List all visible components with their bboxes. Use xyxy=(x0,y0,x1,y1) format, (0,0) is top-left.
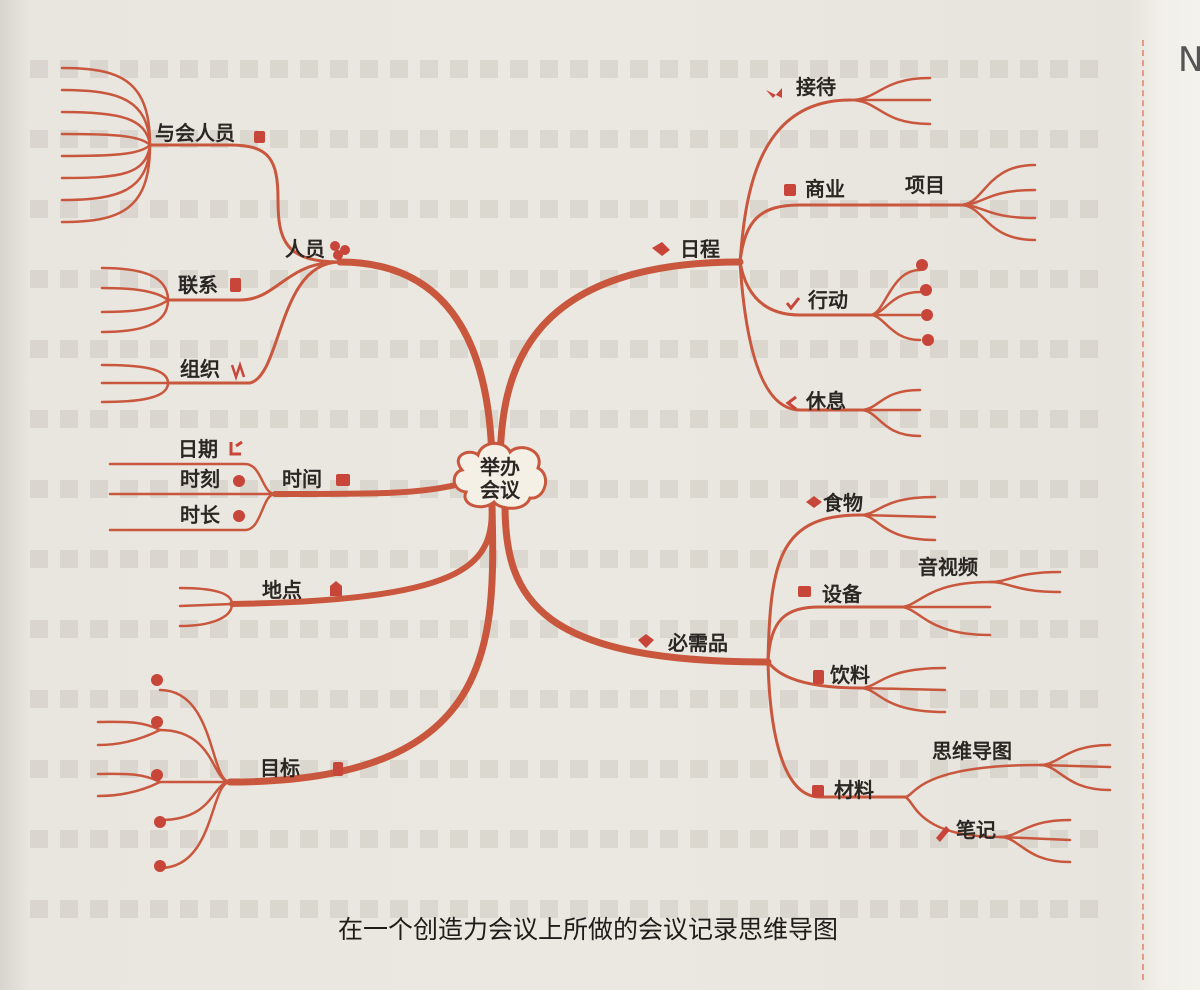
label-drinks: 饮料 xyxy=(829,663,870,687)
label-materials: 材料 xyxy=(834,778,874,802)
supplies-sub-branches xyxy=(766,495,1112,864)
label-food: 食物 xyxy=(823,491,863,515)
place-sub-branches xyxy=(178,586,234,628)
label-organize: 组织 xyxy=(180,357,220,381)
central-topic-line1: 举办 xyxy=(479,455,520,479)
handshake-icon xyxy=(766,88,782,98)
label-contact: 联系 xyxy=(178,273,218,297)
label-business: 商业 xyxy=(805,177,845,201)
time-sub-branches xyxy=(108,462,277,532)
pencil-icon xyxy=(936,826,950,842)
label-reception: 接待 xyxy=(796,75,836,99)
phone-icon xyxy=(230,278,241,292)
projector-icon xyxy=(798,586,811,597)
bleed-line xyxy=(30,830,1110,848)
label-moment: 时刻 xyxy=(180,467,220,491)
branch-people xyxy=(336,258,496,464)
branch-supplies xyxy=(501,501,772,666)
goal-item-icons xyxy=(151,674,166,872)
cup-icon xyxy=(813,670,824,684)
briefcase-icon xyxy=(784,184,796,196)
figure-caption: 在一个创造力会议上所做的会议记录思维导图 xyxy=(338,915,838,944)
label-equipment: 设备 xyxy=(822,582,863,606)
label-av: 音视频 xyxy=(918,555,978,579)
calendar-icon xyxy=(336,474,350,486)
calendar-icon xyxy=(229,440,243,456)
branch-schedule xyxy=(496,258,744,464)
label-action: 行动 xyxy=(807,288,848,312)
bleed-line xyxy=(30,900,1110,918)
schedule-sub-branches xyxy=(738,76,1037,438)
bleed-line xyxy=(30,550,1110,568)
target-icon xyxy=(333,762,343,776)
central-topic: 举办 会议 xyxy=(452,441,548,510)
bleed-line xyxy=(30,690,1110,708)
label-schedule: 日程 xyxy=(680,237,720,261)
main-branches xyxy=(226,258,772,786)
check-icon xyxy=(785,297,801,311)
bleed-line xyxy=(30,340,1110,358)
label-mind-map: 思维导图 xyxy=(932,739,1012,763)
label-notes: 笔记 xyxy=(956,818,996,842)
label-duration: 时长 xyxy=(180,503,221,527)
bleed-line xyxy=(30,60,1110,78)
label-project: 项目 xyxy=(905,173,945,197)
bleed-line xyxy=(30,760,1110,778)
margin-letter: N xyxy=(1178,40,1200,80)
document-icon xyxy=(812,785,824,797)
branch-goal xyxy=(226,501,497,786)
calendar-icon xyxy=(652,242,670,256)
central-topic-line2: 会议 xyxy=(480,478,521,502)
bleed-line xyxy=(30,410,1110,428)
food-icon xyxy=(806,496,822,508)
people-icon xyxy=(330,241,350,260)
box-icon xyxy=(638,634,654,648)
building-icon xyxy=(330,581,342,596)
label-time: 时间 xyxy=(282,467,322,491)
label-people: 人员 xyxy=(285,237,325,261)
timer-icon xyxy=(233,510,245,522)
clock-icon xyxy=(233,475,245,487)
label-date: 日期 xyxy=(178,437,218,461)
branch-time xyxy=(272,481,463,497)
label-rest: 休息 xyxy=(805,389,846,413)
label-place: 地点 xyxy=(262,578,302,602)
cloud-bubble xyxy=(452,441,548,510)
label-goal: 目标 xyxy=(260,756,300,780)
action-item-icons xyxy=(916,259,934,346)
page-margin-line xyxy=(1142,40,1144,980)
org-icon xyxy=(230,361,246,381)
people-sub-branches xyxy=(60,66,342,404)
goal-sub-branches xyxy=(96,688,232,870)
bleed-line xyxy=(30,130,1110,148)
coffee-icon xyxy=(785,395,797,411)
book-icon xyxy=(254,131,265,143)
label-supplies: 必需品 xyxy=(667,631,728,655)
label-attendees: 与会人员 xyxy=(155,121,235,145)
